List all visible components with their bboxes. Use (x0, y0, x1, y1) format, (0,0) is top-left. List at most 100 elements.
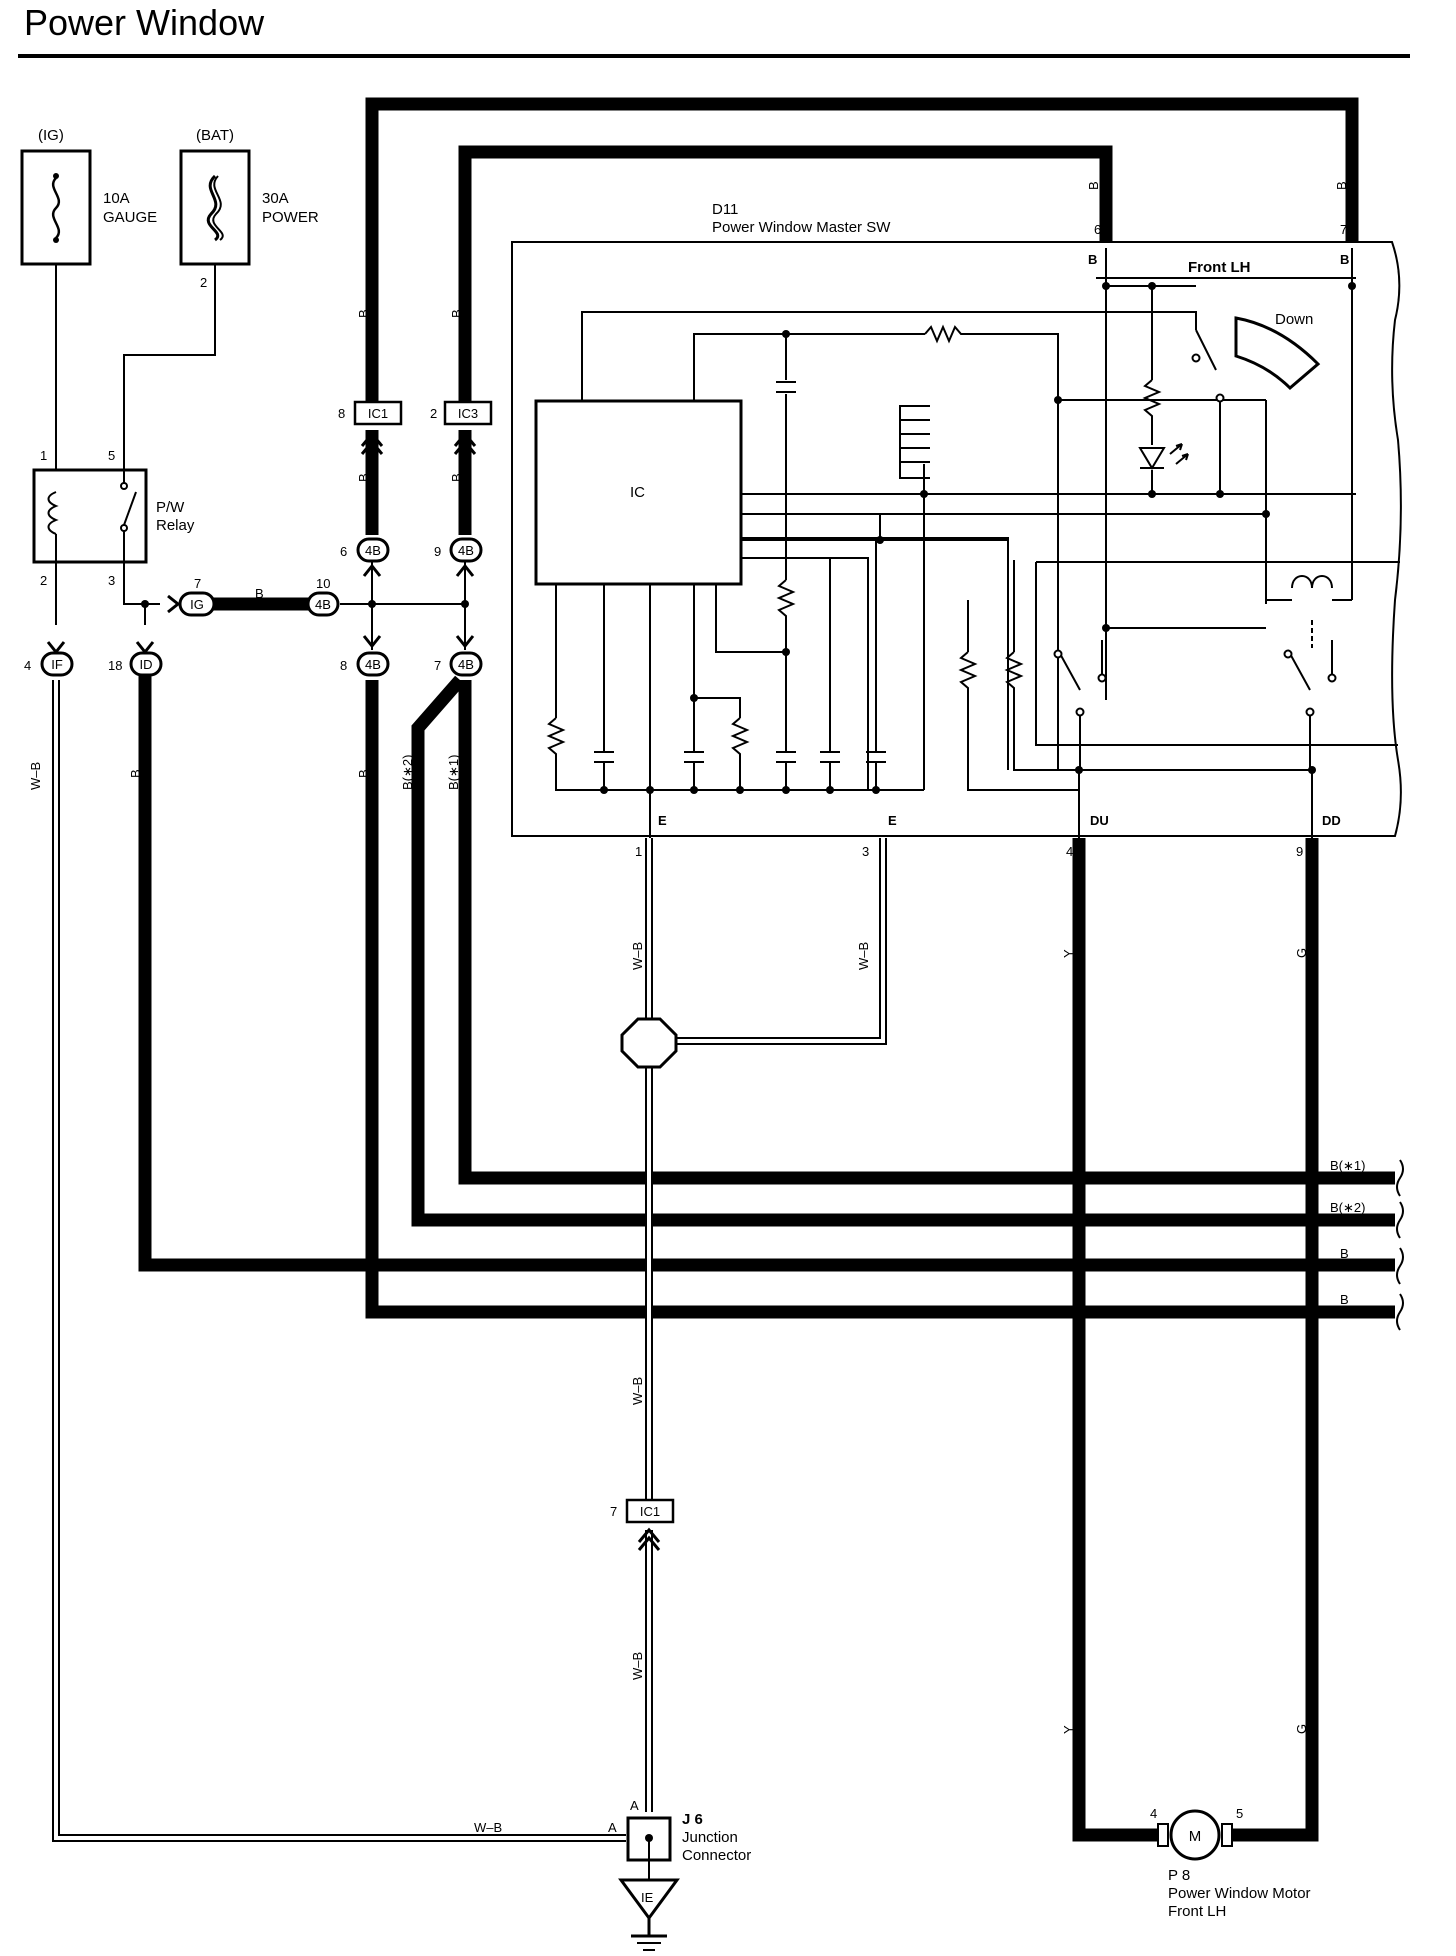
relay-pin-3: 3 (108, 573, 115, 588)
svg-text:B(∗1): B(∗1) (446, 755, 461, 790)
connector-ic3: IC3 (443, 400, 493, 455)
motor-pin-right: 5 (1236, 1806, 1243, 1821)
relay-name-2: Relay (156, 517, 195, 534)
pin-dd: 9 (1296, 844, 1303, 859)
svg-text:IC3: IC3 (458, 406, 478, 421)
connector-ic1-top: IC1 (353, 400, 403, 455)
down-label: Down (1275, 311, 1313, 328)
svg-text:B: B (1086, 181, 1101, 190)
relay-name-1: P/W (156, 499, 185, 516)
wb-wires (52, 680, 887, 1842)
svg-text:B: B (356, 473, 371, 482)
connector-4b-6: 4B (356, 537, 390, 563)
svg-text:B(∗1): B(∗1) (1330, 1158, 1365, 1173)
svg-text:IF: IF (51, 657, 63, 672)
svg-text:Y: Y (1061, 949, 1076, 958)
motor-line1: Power Window Motor (1168, 1885, 1311, 1902)
connector-id: ID (129, 651, 163, 677)
connector-4b-9: 4B (449, 537, 483, 563)
wire-outer-loop-b (365, 97, 1359, 420)
splice-point (620, 1017, 678, 1069)
svg-text:B: B (1340, 1292, 1349, 1307)
svg-text:4B: 4B (315, 597, 331, 612)
svg-text:B: B (449, 473, 464, 482)
fuse-bat-name: POWER (262, 209, 319, 226)
relay-pin-2: 2 (40, 573, 47, 588)
connector-id-pin: 18 (108, 658, 122, 673)
connector-ic1-bottom-pin: 7 (610, 1504, 617, 1519)
relay-pin-1: 1 (40, 448, 47, 463)
svg-text:IC1: IC1 (640, 1504, 660, 1519)
break-marks (1396, 1159, 1404, 1331)
svg-text:4B: 4B (365, 657, 381, 672)
master-switch-code: D11 (712, 201, 738, 218)
term-e1: E (658, 813, 667, 828)
wire-dd-g (1232, 838, 1319, 1842)
section-front-lh: Front LH (1188, 259, 1250, 276)
svg-text:IG: IG (190, 597, 204, 612)
svg-text:ID: ID (140, 657, 153, 672)
connector-4b-10: 4B (306, 591, 340, 617)
motor-line2: Front LH (1168, 1903, 1226, 1920)
wire-bat-fuse-relay (123, 262, 216, 470)
term-e2: E (888, 813, 897, 828)
connector-if: IF (40, 651, 74, 677)
junction-dots (141, 600, 469, 608)
motor-code: P 8 (1168, 1867, 1190, 1884)
wire-left-outer-b (365, 680, 1395, 1319)
junction-line1: Junction (682, 1829, 738, 1846)
pin-e1: 1 (635, 844, 642, 859)
svg-text:B: B (1340, 1246, 1349, 1261)
svg-text:B: B (255, 586, 264, 601)
svg-text:4B: 4B (365, 543, 381, 558)
fuse-ig-rating: 10A (103, 190, 130, 207)
pin-du: 4 (1066, 844, 1073, 859)
ground-ie (618, 1878, 680, 1951)
connector-4b-7: 4B (449, 651, 483, 677)
svg-text:G: G (1294, 1724, 1309, 1734)
fuse-bat-source: (BAT) (196, 127, 234, 144)
switch-dots (600, 282, 1356, 794)
connector-4b-8: 4B (356, 651, 390, 677)
page-title: Power Window (24, 2, 265, 43)
connector-4b-10-pin: 10 (316, 576, 330, 591)
connector-4b-6-pin: 6 (340, 544, 347, 559)
term-b-left: B (1088, 252, 1097, 267)
svg-text:W–B: W–B (630, 1652, 645, 1680)
svg-text:4B: 4B (458, 657, 474, 672)
ic-block (534, 399, 743, 586)
fuse-ig (20, 149, 92, 266)
motor-pin-left: 4 (1150, 1806, 1157, 1821)
connector-4b-7-pin: 7 (434, 658, 441, 673)
svg-text:W–B: W–B (28, 762, 43, 790)
pw-relay (32, 468, 148, 564)
junction-pin-a-top: A (630, 1798, 639, 1813)
thick-wires (138, 97, 1395, 1842)
motor-p8: M (1157, 1809, 1233, 1861)
connector-if-pin: 4 (24, 658, 31, 673)
svg-text:B(∗2): B(∗2) (1330, 1200, 1365, 1215)
junction-pin-a-left: A (608, 1820, 617, 1835)
junction-connector (626, 1816, 672, 1880)
pin-b-right: 7 (1340, 222, 1347, 237)
svg-text:B: B (128, 769, 143, 778)
connector-ig: IG (178, 591, 216, 617)
connector-ic1-top-pin: 8 (338, 406, 345, 421)
fuse-bat (179, 149, 251, 266)
junction-code: J 6 (682, 1811, 703, 1828)
term-b-right: B (1340, 252, 1349, 267)
term-dd: DD (1322, 813, 1341, 828)
junction-line2: Connector (682, 1847, 751, 1864)
svg-text:W–B: W–B (630, 1377, 645, 1405)
fuse-ig-name: GAUGE (103, 209, 157, 226)
master-switch-name: Power Window Master SW (712, 219, 891, 236)
led-icon (1169, 443, 1189, 465)
ground-ie-label: IE (641, 1890, 654, 1905)
svg-text:W–B: W–B (630, 942, 645, 970)
fuse-bat-rating: 30A (262, 190, 289, 207)
right-edge-labels: B(∗1) B(∗2) B B (1330, 1158, 1365, 1307)
svg-text:B: B (356, 309, 371, 318)
svg-text:M: M (1189, 1828, 1202, 1845)
ic-label: IC (630, 484, 645, 501)
connector-ic3-pin: 2 (430, 406, 437, 421)
